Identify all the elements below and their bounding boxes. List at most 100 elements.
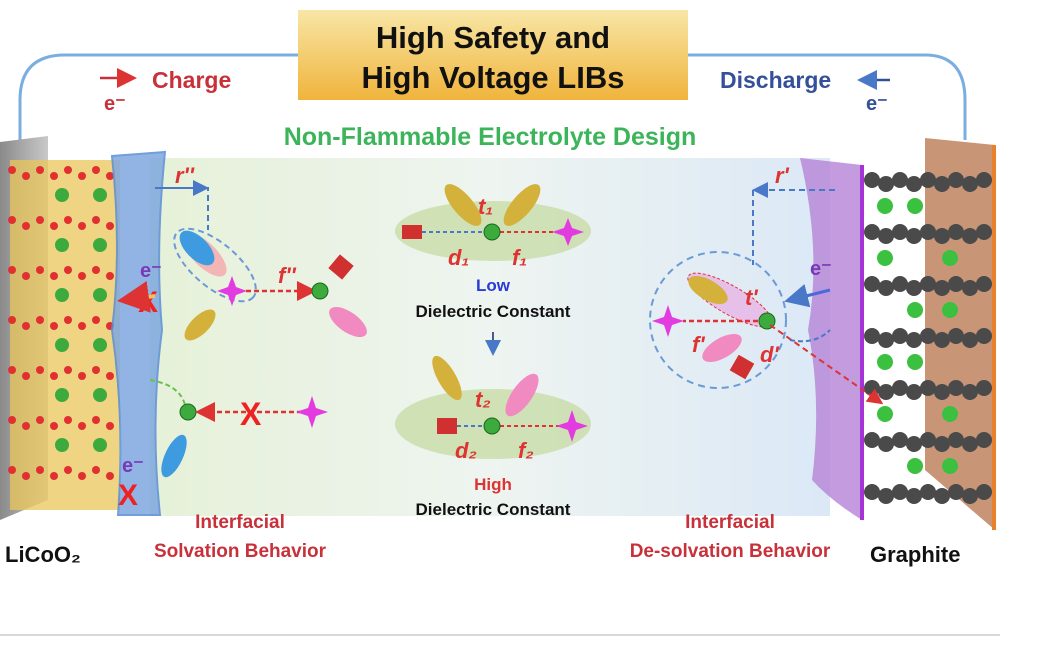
carbon-atom <box>948 172 964 188</box>
lithium-atom <box>55 338 69 352</box>
carbon-atom <box>976 172 992 188</box>
charge-label: Charge <box>152 67 231 93</box>
radius-label-right: r' <box>775 163 790 188</box>
anion-star-icon <box>552 218 584 246</box>
lithium-atom <box>907 354 923 370</box>
carbon-atom <box>962 280 978 296</box>
f2-label: f₂ <box>518 438 534 463</box>
solvent-molecule <box>688 276 728 304</box>
oxygen-atom <box>22 172 30 180</box>
lithium-atom <box>942 302 958 318</box>
solvent-molecule <box>161 434 187 478</box>
oxygen-atom <box>50 372 58 380</box>
carbon-atom <box>878 384 894 400</box>
oxygen-atom <box>78 372 86 380</box>
high-dielectric-cluster: t₂ d₂ f₂ High Dielectric Constant <box>395 355 591 519</box>
oxygen-atom <box>8 366 16 374</box>
oxygen-atom <box>92 466 100 474</box>
carbon-atom <box>892 484 908 500</box>
anion-square <box>437 418 457 434</box>
carbon-atom <box>892 432 908 448</box>
carbon-atom <box>864 484 880 500</box>
carbon-atom <box>878 488 894 504</box>
oxygen-atom <box>36 366 44 374</box>
oxygen-atom <box>64 166 72 174</box>
oxygen-atom <box>8 166 16 174</box>
carbon-atom <box>920 432 936 448</box>
carbon-atom <box>878 280 894 296</box>
right-caption-line-2: De-solvation Behavior <box>630 541 831 562</box>
oxygen-atom <box>22 472 30 480</box>
oxygen-atom <box>50 422 58 430</box>
carbon-atom <box>934 384 950 400</box>
oxygen-atom <box>50 222 58 230</box>
lithium-ion <box>483 223 501 241</box>
carbon-atom <box>906 488 922 504</box>
anion-star-icon <box>296 396 328 428</box>
low-dielectric-cluster: t₁ d₁ f₁ Low Dielectric Constant <box>395 184 591 321</box>
sei-layer-right <box>800 158 862 520</box>
oxygen-atom <box>50 172 58 180</box>
solvent-molecule <box>179 230 215 266</box>
left-caption-line-2: Solvation Behavior <box>154 541 327 562</box>
graphite-label: Graphite <box>870 542 960 567</box>
carbon-atom <box>906 228 922 244</box>
oxygen-atom <box>106 172 114 180</box>
oxygen-atom <box>78 422 86 430</box>
cei-layer-left <box>110 150 167 516</box>
carbon-atom <box>920 328 936 344</box>
solvent-molecule <box>702 334 742 362</box>
carbon-atom <box>920 224 936 240</box>
radius-label-left: r'' <box>175 163 195 188</box>
oxygen-atom <box>106 422 114 430</box>
anion-star-icon <box>217 276 247 306</box>
oxygen-atom <box>22 272 30 280</box>
lithium-atom <box>93 188 107 202</box>
d2-label: d₂ <box>455 438 477 463</box>
oxygen-atom <box>8 216 16 224</box>
oxygen-atom <box>50 472 58 480</box>
carbon-atom <box>864 276 880 292</box>
oxygen-atom <box>8 266 16 274</box>
right-caption-line-1: Interfacial <box>685 512 775 533</box>
carbon-atom <box>934 436 950 452</box>
carbon-atom <box>948 484 964 500</box>
discharge-label: Discharge <box>720 67 831 93</box>
oxygen-atom <box>36 266 44 274</box>
lithium-ion <box>179 403 197 421</box>
carbon-atom <box>920 380 936 396</box>
oxygen-atom <box>78 472 86 480</box>
oxygen-atom <box>64 366 72 374</box>
anion-square <box>402 225 422 239</box>
oxygen-atom <box>78 322 86 330</box>
oxygen-atom <box>22 422 30 430</box>
sei-layer-edge <box>860 165 864 520</box>
carbon-atom <box>906 436 922 452</box>
carbon-atom <box>906 176 922 192</box>
solvent-molecule <box>444 184 482 226</box>
left-caption-line-1: Interfacial <box>195 512 285 533</box>
lithium-atom <box>942 458 958 474</box>
high-dielectric-caption: Dielectric Constant <box>416 500 571 519</box>
solvent-molecule <box>503 184 541 226</box>
left-solvation-cluster: r'' f'' e⁻ X X e⁻ X <box>117 163 367 512</box>
carbon-atom <box>976 276 992 292</box>
lithium-ion <box>311 282 329 300</box>
carbon-atom <box>906 280 922 296</box>
low-dielectric-caption: Dielectric Constant <box>416 302 571 321</box>
oxygen-atom <box>8 316 16 324</box>
electron-label-right: e⁻ <box>810 258 832 280</box>
carbon-atom <box>962 332 978 348</box>
title-line-1: High Safety and <box>376 20 610 55</box>
lithium-atom <box>907 302 923 318</box>
carbon-atom <box>878 332 894 348</box>
carbon-atom <box>892 328 908 344</box>
anion-star-icon <box>556 410 588 442</box>
oxygen-atom <box>106 472 114 480</box>
carbon-atom <box>934 332 950 348</box>
oxygen-atom <box>78 272 86 280</box>
carbon-atom <box>892 380 908 396</box>
lithium-atom <box>877 354 893 370</box>
oxygen-atom <box>36 216 44 224</box>
oxygen-atom <box>50 272 58 280</box>
